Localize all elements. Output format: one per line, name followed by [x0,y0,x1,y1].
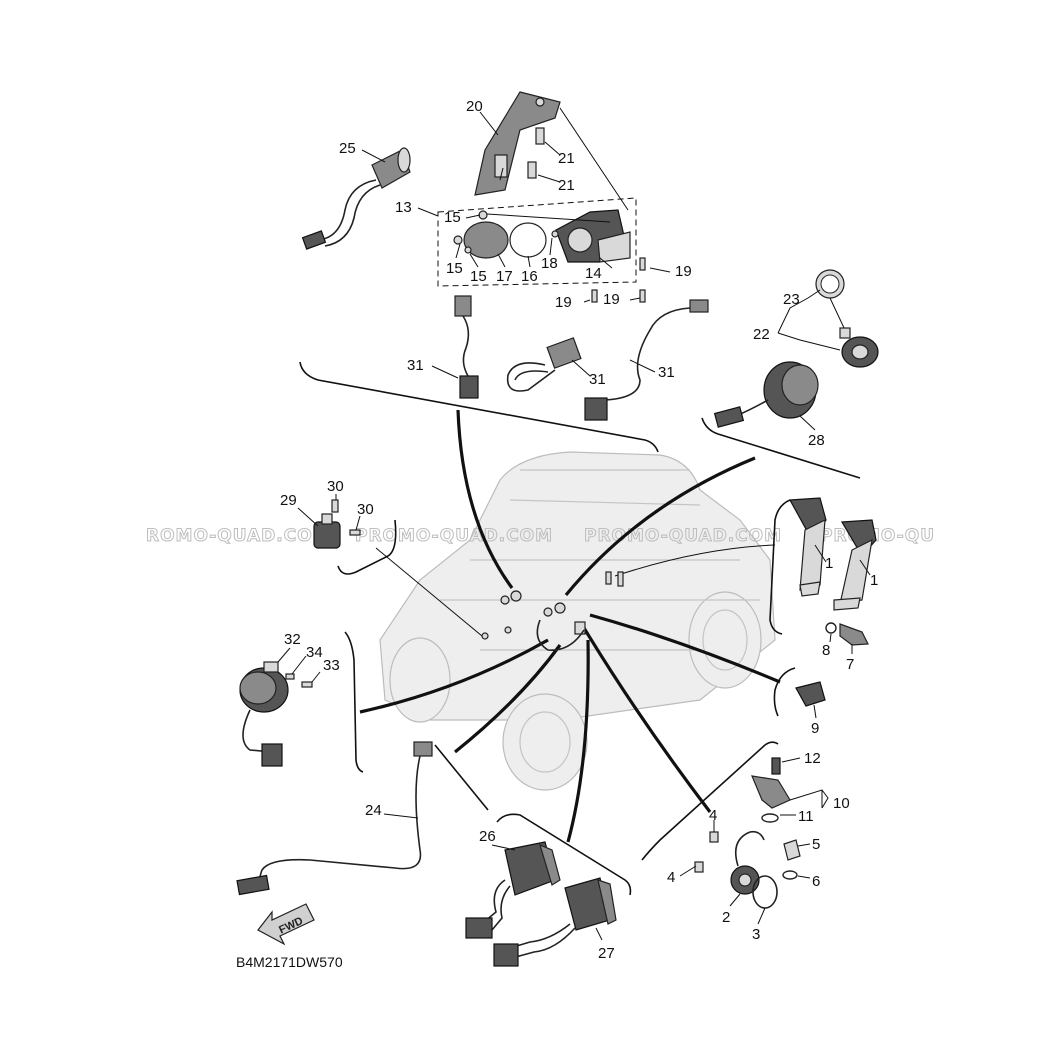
watermark-text: PROMO-QUAD.COM [355,526,553,546]
callout-22: 22 [753,326,770,343]
part-sensor-10-12 [751,757,829,823]
part-cable-31-right [584,299,709,421]
callout-33: 33 [323,657,340,674]
part-sensor-29 [297,494,361,549]
part-horn-32 [239,647,321,767]
callout-31: 31 [407,357,424,374]
callout-21: 21 [558,150,575,167]
callout-34: 34 [306,644,323,661]
bracket-coils [769,499,791,635]
callout-27: 27 [598,945,615,962]
bracket-speed-sensor [641,741,779,861]
callout-1: 1 [870,572,878,589]
callout-25: 25 [339,140,356,157]
callout-4: 4 [667,869,675,886]
callout-18: 18 [541,255,558,272]
callout-14: 14 [585,265,602,282]
callout-30: 30 [357,501,374,518]
part-sensor-7-8 [825,622,869,654]
callout-11: 11 [798,808,814,825]
callouts: 20 21 21 25 13 15 15 15 17 16 18 14 19 1… [280,98,878,962]
callout-15: 15 [446,260,463,277]
callout-9: 9 [811,720,819,737]
part-bracket-20 [474,91,629,211]
heavy-leaders [359,409,781,843]
part-switch-26 [465,841,561,939]
callout-23: 23 [783,291,800,308]
bracket-ignition-group [701,417,861,479]
part-sender-9 [795,681,826,719]
watermark-text: ROMO-QUAD.COM [146,526,331,546]
vehicle-mounted-parts [481,571,624,651]
callout-6: 6 [812,873,820,890]
part-bolts-21 [499,127,561,183]
part-cable-24 [236,741,433,896]
part-speed-sensor-2 [679,820,765,907]
assembly-13 [417,197,637,287]
vehicle-silhouette [379,451,776,791]
part-sender-5-6 [782,839,811,880]
callout-7: 7 [846,656,854,673]
callout-4: 4 [709,807,717,824]
fwd-arrow: FWD [257,903,315,946]
bracket-horn [344,631,364,773]
callout-26: 26 [479,828,496,845]
part-oring-3 [752,875,778,925]
callout-13: 13 [395,199,412,216]
watermark-text: PROMO-QU [820,526,935,546]
part-ignition-28 [713,361,819,431]
bracket-cable-24 [434,744,489,811]
part-bolts-19 [583,257,671,303]
bracket-sender-9 [773,667,796,717]
callout-15: 15 [470,268,487,285]
callout-12: 12 [804,750,821,767]
callout-20: 20 [466,98,483,115]
bracket-sensor-29 [337,519,397,575]
callout-5: 5 [812,836,820,853]
callout-19: 19 [555,294,572,311]
part-switch-27 [493,877,617,967]
callout-3: 3 [752,926,760,943]
group-brackets [299,361,861,896]
watermark-text: PROMO-QUAD.COM [584,526,782,546]
callout-2: 2 [722,909,730,926]
part-cable-31-left [431,295,479,399]
reference-code: B4M2171DW570 [236,954,343,970]
callout-29: 29 [280,492,297,509]
callout-17: 17 [496,268,513,285]
callout-31: 31 [658,364,675,381]
bracket-top-group [299,361,659,453]
callout-21: 21 [558,177,575,194]
callout-32: 32 [284,631,301,648]
part-coils-1 [789,497,877,611]
callout-19: 19 [603,291,620,308]
part-cable-31-middle [506,337,591,392]
callout-30: 30 [327,478,344,495]
part-gauge-22-23 [777,269,879,368]
callout-19: 19 [675,263,692,280]
bracket-switches [496,813,632,896]
callout-16: 16 [521,268,538,285]
callout-1: 1 [825,555,833,572]
part-socket-25 [301,147,411,250]
callout-8: 8 [822,642,830,659]
callout-15: 15 [444,209,461,226]
callout-10: 10 [833,795,850,812]
callout-28: 28 [808,432,825,449]
callout-31: 31 [589,371,606,388]
callout-24: 24 [365,802,382,819]
